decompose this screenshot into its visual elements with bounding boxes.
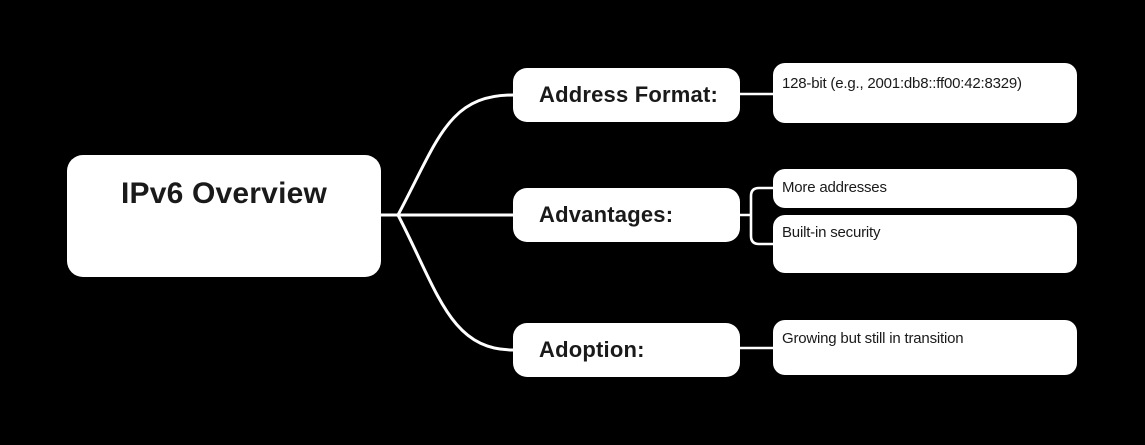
node-root-ipv6-overview[interactable]: IPv6 Overview (67, 155, 381, 277)
root-label: IPv6 Overview (120, 177, 328, 210)
node-leaf-128bit-format[interactable]: 128-bit (e.g., 2001:db8::ff00:42:8329) (773, 63, 1077, 123)
connector-root-to-adoption (396, 213, 515, 352)
node-leaf-built-in-security[interactable]: Built-in security (773, 215, 1077, 273)
node-adoption[interactable]: Adoption: (513, 323, 740, 377)
leaf-label: 128-bit (e.g., 2001:db8::ff00:42:8329) (782, 75, 1022, 92)
connector-advantages-bracket (738, 186, 775, 246)
leaf-label: More addresses (782, 179, 887, 196)
leaf-label: Built-in security (782, 224, 881, 241)
branch-label: Address Format: (539, 82, 719, 107)
node-leaf-more-addresses[interactable]: More addresses (773, 169, 1077, 208)
node-address-format[interactable]: Address Format: (513, 68, 740, 122)
branch-label: Adoption: (539, 337, 645, 362)
connector-root-to-address-format (396, 93, 515, 217)
node-leaf-growing-transition[interactable]: Growing but still in transition (773, 320, 1077, 375)
leaf-label: Growing but still in transition (782, 330, 964, 347)
branch-label: Advantages: (539, 202, 674, 227)
node-advantages[interactable]: Advantages: (513, 188, 740, 242)
